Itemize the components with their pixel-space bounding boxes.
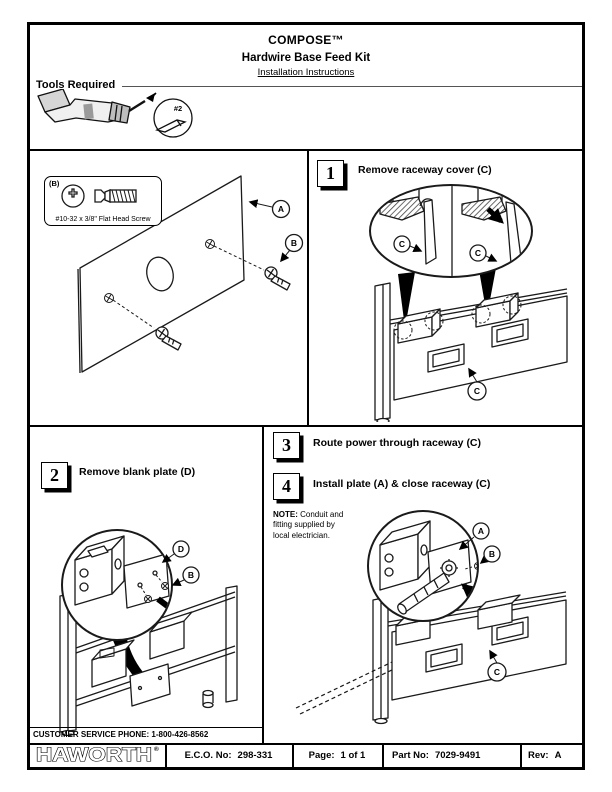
feed-plate-drawing xyxy=(77,175,245,374)
footer-top-rule xyxy=(30,743,582,745)
part-label: Part No: xyxy=(392,749,429,761)
eco-label: E.C.O. No: xyxy=(184,749,232,761)
step4-illustration: A B C xyxy=(295,510,567,725)
part-cell: Part No: 7029-9491 xyxy=(382,743,520,767)
callout-c: C xyxy=(399,239,405,249)
conduit-tube xyxy=(397,572,450,615)
zoom-ellipse-detail xyxy=(369,184,533,278)
screw-alignment-dashes xyxy=(112,245,265,329)
glide-foot xyxy=(202,689,214,709)
callout-a: A xyxy=(478,526,484,536)
rev-cell: Rev: A xyxy=(520,743,582,767)
tools-illustration: #2 xyxy=(37,89,193,138)
screw-spec-text: #10-32 x 3/8" Flat Head Screw xyxy=(55,216,151,223)
blank-plate xyxy=(123,553,170,609)
note-label: NOTE: xyxy=(273,510,298,519)
step3-number: 3 xyxy=(273,432,300,459)
page-cell: Page: 1 of 1 xyxy=(292,743,382,767)
pry-direction-arrow xyxy=(486,207,504,224)
zoom-wedge-right xyxy=(479,268,496,316)
junction-boxes xyxy=(91,611,193,688)
raceway-closed-drawing xyxy=(295,591,567,725)
callout-a: A xyxy=(278,204,284,214)
phillips-bit-icon xyxy=(153,98,193,138)
open-raceway-drawing xyxy=(59,585,238,737)
brand-wordmark: HAWORTH xyxy=(36,745,152,766)
flat-head-screw-right xyxy=(264,266,291,291)
part-value: 7029-9491 xyxy=(434,749,481,761)
electrician-note: NOTE: Conduit and fitting supplied by lo… xyxy=(273,510,355,541)
section-divider-mid xyxy=(30,425,582,427)
callout-c: C xyxy=(474,386,480,396)
step2-number: 2 xyxy=(41,462,68,489)
callout-c: C xyxy=(475,248,481,258)
footer-divider-2 xyxy=(292,743,294,767)
raceway-base-drawing xyxy=(374,282,568,422)
blank-plate-on-base xyxy=(129,663,171,707)
eco-value: 298-331 xyxy=(237,749,273,761)
drill-icon xyxy=(37,89,146,124)
outlet-openings xyxy=(427,318,529,373)
customer-service-phone: CUSTOMER SERVICE PHONE: 1-800-426-8562 xyxy=(33,730,209,739)
step2-illustration: D B xyxy=(59,529,238,737)
conduit-fitting xyxy=(440,559,458,577)
screw-spec-tag: (B) xyxy=(49,179,60,188)
footer-divider-3 xyxy=(382,743,384,767)
bit-pointer-arrow xyxy=(146,92,157,102)
rev-value: A xyxy=(554,749,562,761)
doc-subtitle: Hardwire Base Feed Kit xyxy=(241,52,371,64)
tools-rule xyxy=(122,86,582,87)
callout-b: B xyxy=(489,549,495,559)
clip-highlight-circles xyxy=(393,295,522,340)
page-value: 1 of 1 xyxy=(340,749,366,761)
plate-screws xyxy=(144,582,169,603)
page-label: Page: xyxy=(308,749,335,761)
rev-label: Rev: xyxy=(528,749,549,761)
screw-side-icon xyxy=(94,189,137,203)
callout-d: D xyxy=(178,544,184,554)
conduit-route-dashes xyxy=(295,661,397,715)
mid-column-divider xyxy=(307,149,309,425)
bit-size-label: #2 xyxy=(174,104,182,113)
tools-required-heading: Tools Required xyxy=(36,79,116,91)
section-divider-top xyxy=(30,149,582,151)
footer-divider-1 xyxy=(165,743,167,767)
eco-cell: E.C.O. No: 298-331 xyxy=(165,743,292,767)
registered-mark: ® xyxy=(154,745,159,753)
page-border-frame: COMPOSE™ Hardwire Base Feed Kit Installa… xyxy=(27,22,585,770)
step1-number: 1 xyxy=(317,160,344,187)
plate-parts-illustration: A B xyxy=(77,175,304,374)
footer-divider-4 xyxy=(520,743,522,767)
note-text: Conduit and fitting supplied by local el… xyxy=(273,510,344,540)
lower-column-divider xyxy=(262,425,264,743)
zoom-wedge-left xyxy=(398,272,415,328)
callout-b: B xyxy=(188,570,194,580)
step2-label: Remove blank plate (D) xyxy=(79,466,196,478)
step3-label: Route power through raceway (C) xyxy=(313,437,482,449)
zoom-circle-detail xyxy=(61,529,173,641)
phone-strip-rule xyxy=(30,727,262,728)
haworth-logo: HAWORTH ® xyxy=(35,744,159,766)
screw-icons xyxy=(61,184,137,208)
zoom-circle-detail xyxy=(367,510,479,622)
step4-label: Install plate (A) & close raceway (C) xyxy=(313,478,491,490)
step1-illustration: C C C xyxy=(369,184,568,422)
doc-title: COMPOSE™ xyxy=(268,33,344,47)
step4-number: 4 xyxy=(273,473,300,500)
doc-instructions-label: Installation Instructions xyxy=(257,67,355,78)
step1-label: Remove raceway cover (C) xyxy=(358,164,492,176)
callout-c: C xyxy=(494,667,500,677)
flat-head-screw-bottom xyxy=(155,326,182,351)
callout-b: B xyxy=(291,238,297,248)
screw-spec-box: (B) #10-32 x 3/8" Flat Head Screw xyxy=(44,176,162,226)
